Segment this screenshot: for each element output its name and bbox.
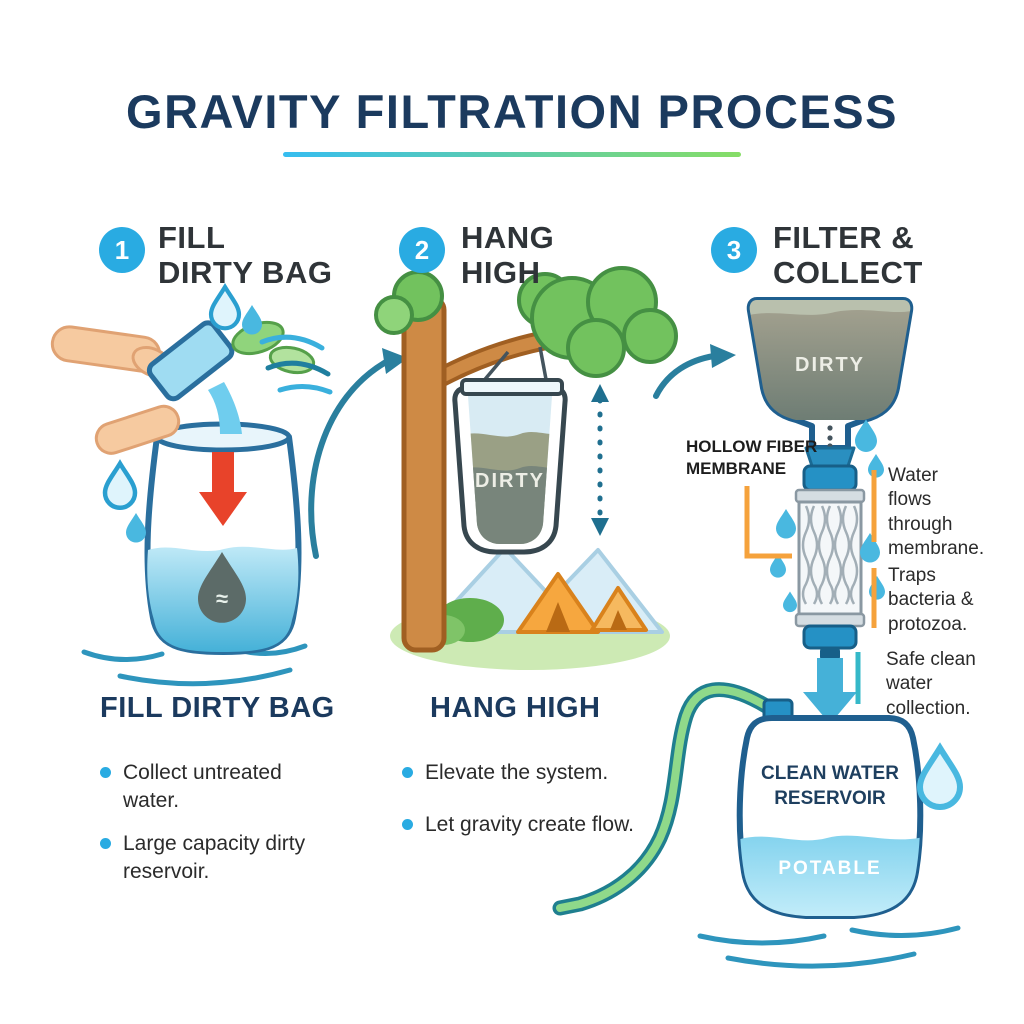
filter-cartridge-graphic [794, 446, 866, 660]
top-bag-dirty-label: DIRTY [795, 354, 865, 376]
step3-badge: 3 [711, 227, 757, 273]
detail1-heading: FILL DIRTY BAG [100, 692, 335, 724]
splash-lines [259, 334, 333, 395]
step1-badge: 1 [99, 227, 145, 273]
detail2-bullet-2: Let gravity create flow. [402, 811, 692, 839]
height-dashed-arrow [591, 384, 609, 536]
title-underline [283, 152, 741, 157]
bullet-dot [402, 767, 413, 778]
annotation-traps-bacteria: Traps bacteria & protozoa. [888, 565, 974, 635]
detail2-bullet-2-text: Let gravity create flow. [425, 812, 634, 836]
water-drop-icon [211, 287, 239, 328]
water-drop-icon [869, 576, 885, 600]
step1-title-line2: DIRTY BAG [158, 254, 333, 290]
water-drop-icon [105, 464, 135, 508]
membrane-pointer-line [744, 486, 792, 559]
step2-badge: 2 [399, 227, 445, 273]
bullet-dot [100, 838, 111, 850]
water-drop-icon [860, 533, 880, 563]
step1-illustration [50, 287, 333, 687]
sediment-symbol: ≈ [215, 586, 229, 611]
bullet-dot [100, 767, 111, 778]
detail2-bullet-1-text: Elevate the system. [425, 761, 609, 784]
step3-title-line2: COLLECT [773, 254, 923, 290]
step3-title: FILTER & COLLECT [773, 220, 923, 290]
filter-fibers [801, 505, 859, 605]
water-stream [208, 382, 242, 434]
red-down-arrow [199, 452, 247, 526]
bullet-dot [402, 818, 413, 830]
drip-dots [827, 425, 833, 449]
clean-reservoir-graphic [736, 698, 924, 919]
water-drop-icon [242, 305, 262, 335]
page-title: GRAVITY FILTRATION PROCESS [126, 85, 898, 138]
water-drop-icon [920, 748, 960, 807]
step3-illustration [552, 297, 961, 969]
hanging-bag-graphic [452, 378, 568, 555]
step1-title: FILL DIRTY BAG [158, 220, 333, 290]
step2-title: HANG HIGH [461, 220, 555, 290]
hang-bag-dirty-label: DIRTY [475, 470, 545, 492]
step2-title-line1: HANG [461, 220, 555, 255]
detail-section-fill-dirty-bag: FILL DIRTY BAG Collect untreated water. … [100, 692, 335, 886]
step2-title-line2: HIGH [461, 254, 541, 290]
flow-arrow-2-3 [653, 344, 736, 399]
detail-section-hang-high: HANG HIGH Elevate the system. Let gravit… [402, 692, 692, 838]
annotation-safe-collection: Safe clean water collection. [886, 649, 976, 719]
potable-label: POTABLE [778, 858, 882, 879]
annotation-water-flows: Water flows through membrane. [888, 465, 985, 559]
detail1-bullet-2: Large capacity dirty reservoir. [100, 830, 335, 885]
water-drop-icon [783, 591, 797, 613]
tree-graphic [374, 266, 678, 653]
detail1-bullet-1: Collect untreated water. [100, 759, 335, 814]
detail1-bullet-2-text: Large capacity dirty reservoir. [123, 832, 306, 884]
water-drop-icon [776, 509, 796, 539]
clean-reservoir-label: CLEAN WATER RESERVOIR [761, 763, 899, 809]
detail2-heading: HANG HIGH [430, 692, 601, 724]
scoop-icon [146, 320, 235, 402]
membrane-label: HOLLOW FIBER MEMBRANE [686, 437, 818, 479]
ripple-lines [697, 925, 961, 969]
dirty-bag-graphic [144, 421, 302, 655]
water-drop-icon [126, 513, 146, 543]
down-flow-arrow [803, 658, 857, 724]
pouring-hand-graphic [50, 320, 242, 455]
bag-rim [460, 378, 564, 396]
tent-icon [516, 572, 648, 634]
detail1-bullet-1-text: Collect untreated water. [123, 761, 282, 812]
flow-arrow-1-2 [308, 348, 408, 559]
step3-title-line1: FILTER & [773, 220, 915, 255]
step2-illustration [374, 266, 678, 670]
foliage-graphic [374, 266, 678, 378]
step1-title-line1: FILL [158, 220, 226, 255]
detail2-bullet-1: Elevate the system. [402, 759, 692, 787]
outlet-tube-graphic [552, 682, 774, 916]
